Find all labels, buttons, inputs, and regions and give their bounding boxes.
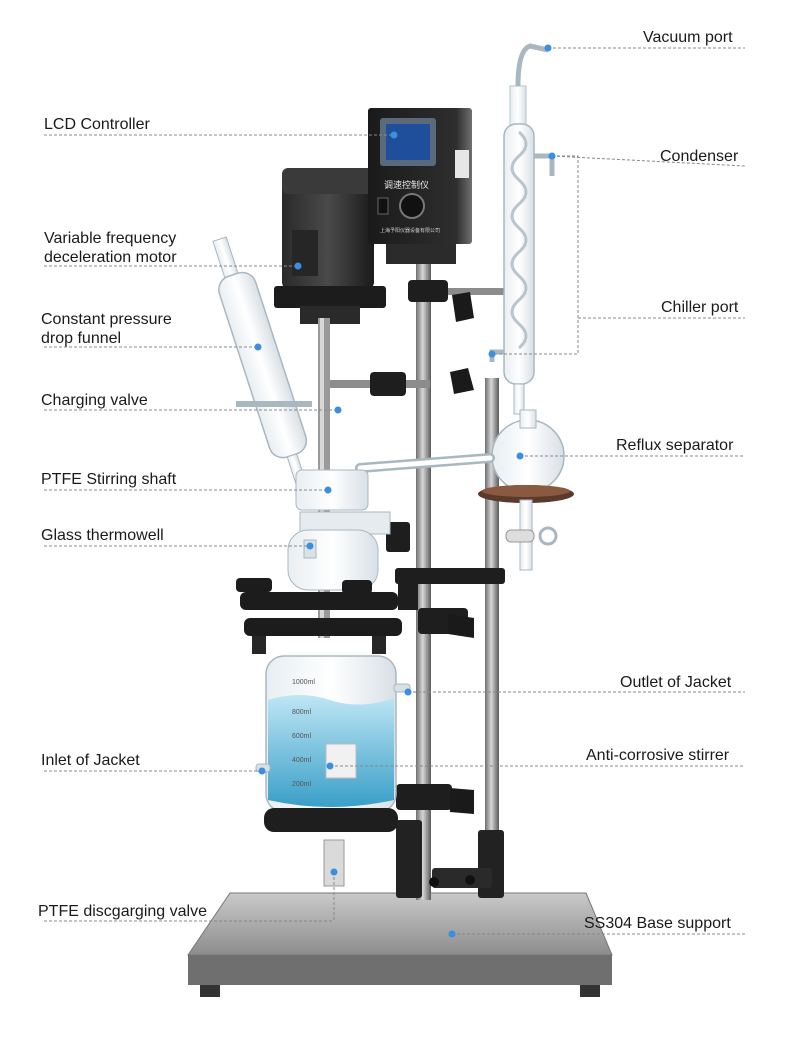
scale-mark-800: 800ml	[292, 709, 312, 716]
scale-mark-1000: 1000ml	[292, 679, 315, 686]
base-plate	[187, 892, 613, 997]
vessel-flanges	[236, 578, 402, 654]
label-thermowell: Glass thermowell	[41, 527, 164, 544]
label-base-support: SS304 Base support	[584, 915, 731, 932]
label-funnel-line2: drop funnel	[41, 330, 122, 347]
controller-title: 调速控制仪	[384, 179, 429, 191]
scale-mark-200: 200ml	[292, 781, 312, 788]
condenser-glass	[489, 43, 555, 415]
motor-body	[274, 168, 386, 324]
scale-mark-400: 400ml	[292, 757, 312, 764]
reflux-separator-glass	[355, 409, 574, 571]
label-discharging-valve: PTFE discgarging valve	[38, 903, 207, 920]
label-charging-valve: Charging valve	[41, 392, 148, 409]
leader-lines	[44, 47, 746, 935]
label-vacuum-port: Vacuum port	[643, 29, 733, 46]
label-stirrer: Anti-corrosive stirrer	[586, 747, 730, 764]
label-stirring-shaft: PTFE Stirring shaft	[41, 471, 177, 488]
label-motor-line1: Variable frequency	[44, 230, 177, 247]
label-chiller-port: Chiller port	[661, 299, 739, 316]
label-funnel-line1: Constant pressure	[41, 311, 172, 328]
label-jacket-inlet: Inlet of Jacket	[41, 752, 140, 769]
label-jacket-outlet: Outlet of Jacket	[620, 674, 732, 691]
label-condenser: Condenser	[660, 148, 739, 165]
controller-box: 调速控制仪 上海予阳仪器设备有限公司	[368, 108, 472, 264]
reactor-head	[287, 318, 391, 638]
clamps	[320, 280, 530, 814]
reactor-vessel: 1000ml 800ml 600ml 400ml 200ml	[255, 655, 411, 887]
support-rods	[396, 250, 504, 900]
controller-maker: 上海予阳仪器设备有限公司	[380, 227, 440, 234]
marker-dots	[254, 44, 556, 938]
label-lcd-controller: LCD Controller	[44, 116, 150, 133]
label-reflux-separator: Reflux separator	[616, 437, 734, 454]
scale-mark-600: 600ml	[292, 733, 312, 740]
label-motor-line2: deceleration motor	[44, 249, 177, 266]
